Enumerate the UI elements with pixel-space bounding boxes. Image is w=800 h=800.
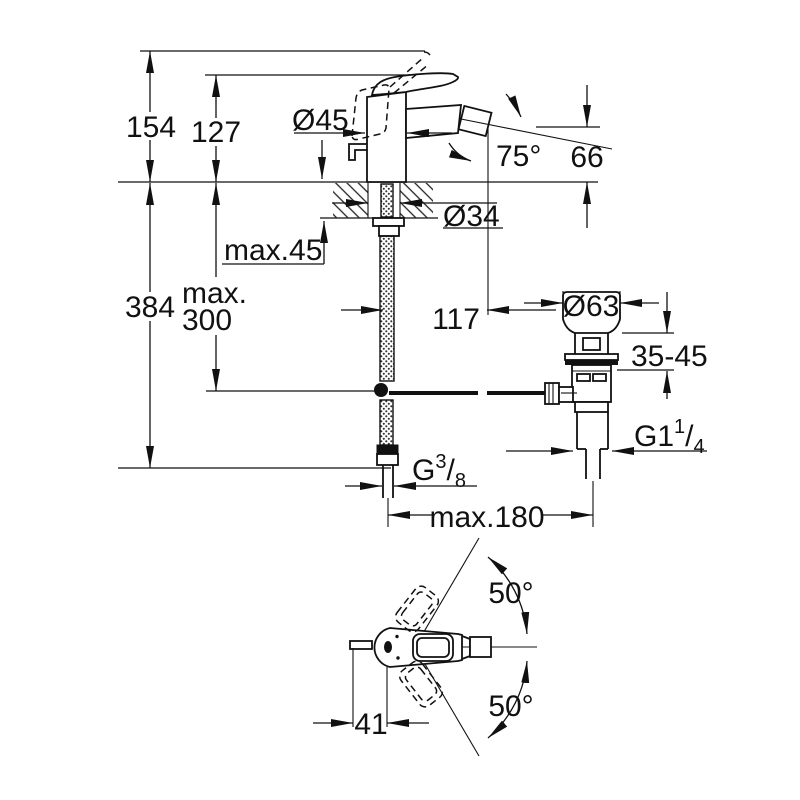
screw-dot-2	[396, 656, 400, 660]
shank	[380, 183, 394, 218]
label-max-deck: max.45	[224, 234, 322, 267]
dimension-g1-1-4: G11/4	[506, 416, 707, 458]
flex-hose-lower	[379, 399, 394, 446]
raised-lever-edge-2	[393, 63, 430, 94]
popup-rod-pivot	[374, 383, 388, 397]
dimension-dia45: Ø45	[292, 104, 452, 179]
dimension-dia34: Ø34	[332, 199, 503, 233]
hose-nut-band	[376, 444, 399, 455]
rod-clamp-knob	[544, 382, 560, 405]
dimension-66: 66	[570, 85, 604, 228]
label-max-span: max.180	[429, 501, 544, 534]
swing-line-lower	[414, 646, 480, 757]
faucet-top-view: 50° 50° 41	[313, 537, 537, 757]
waste-neck-detail	[582, 337, 601, 351]
label-waste-thread: G11/4	[634, 416, 705, 458]
tilt-arrow-upper	[505, 93, 522, 118]
swing-arc-upper	[487, 556, 530, 635]
label-outlet-height: 66	[570, 141, 603, 174]
faucet-side-view	[348, 51, 493, 183]
faucet-body	[366, 90, 407, 183]
waste-slot-left	[576, 373, 591, 382]
dimension-max45: max.45	[222, 221, 328, 267]
aerator-top-view	[469, 636, 492, 658]
dimension-154: 154	[126, 51, 176, 182]
waste-slot-right	[592, 373, 607, 382]
label-swing-upper: 50°	[488, 577, 533, 610]
label-basin-range: 35-45	[631, 340, 708, 373]
dimension-max300: max. 300	[182, 183, 247, 391]
dimension-41: 41	[313, 648, 429, 741]
waste-body-step	[574, 401, 609, 413]
label-total-height: 384	[125, 291, 175, 324]
dimension-117: 117	[341, 303, 556, 336]
popup-rod-knob	[348, 143, 369, 161]
dimension-dia63: Ø63	[524, 290, 659, 323]
lever-top-view-inner	[416, 637, 450, 658]
logo-dot	[384, 641, 392, 653]
raised-lever-edge-1	[389, 56, 425, 88]
deck-hatch-right	[400, 183, 433, 218]
dimension-35-45: 35-45	[631, 292, 708, 399]
label-flange-diameter: Ø63	[563, 290, 620, 323]
raised-handle-outline	[351, 84, 390, 141]
deck-hatch-left	[333, 183, 368, 218]
tilt-arrow-lower	[448, 142, 472, 162]
label-supply-thread: G3/8	[412, 451, 466, 492]
label-max-rod-reach-1: max.	[182, 277, 247, 310]
label-spout-angle: 75°	[496, 140, 541, 173]
waste-flange	[564, 353, 619, 361]
raised-lever-tip	[423, 51, 432, 58]
screw-dot-1	[395, 634, 399, 639]
rod-stub-top-view	[349, 640, 373, 650]
dimension-g-3-8: G3/8	[345, 451, 477, 492]
label-swing-lower: 50°	[488, 690, 533, 723]
label-body-height: 127	[191, 116, 241, 149]
dimension-max180: max.180	[387, 481, 594, 534]
mounting-nut-upper	[372, 217, 405, 227]
lever-swung-up	[394, 585, 440, 633]
dimension-75deg: 75°	[448, 93, 613, 315]
mounting-nut-lower	[378, 225, 400, 237]
aerator-ball-joint	[457, 104, 493, 138]
rod-clamp-body	[558, 386, 574, 403]
hose-nut	[376, 453, 399, 466]
dimension-384: 384	[125, 183, 175, 468]
supply-plumbing	[372, 183, 546, 498]
flex-hose-upper	[379, 235, 395, 382]
popup-waste-assembly	[544, 291, 621, 479]
lever-swung-down	[398, 660, 444, 708]
label-max-rod-reach-2: 300	[182, 304, 232, 337]
label-raised-height: 154	[126, 111, 176, 144]
label-hole-diameter: Ø34	[443, 200, 500, 233]
swing-arc-lower	[487, 660, 530, 739]
swing-line-upper	[414, 537, 480, 648]
label-rear-clearance: 41	[354, 708, 387, 741]
spout-axis-line	[460, 118, 613, 150]
label-base-diameter: Ø45	[292, 104, 349, 137]
lever-handle	[370, 72, 459, 96]
lever-top-view	[412, 633, 454, 662]
label-spout-reach: 117	[432, 303, 480, 336]
dimension-127: 127	[191, 75, 241, 182]
waste-seal-band	[565, 360, 618, 365]
